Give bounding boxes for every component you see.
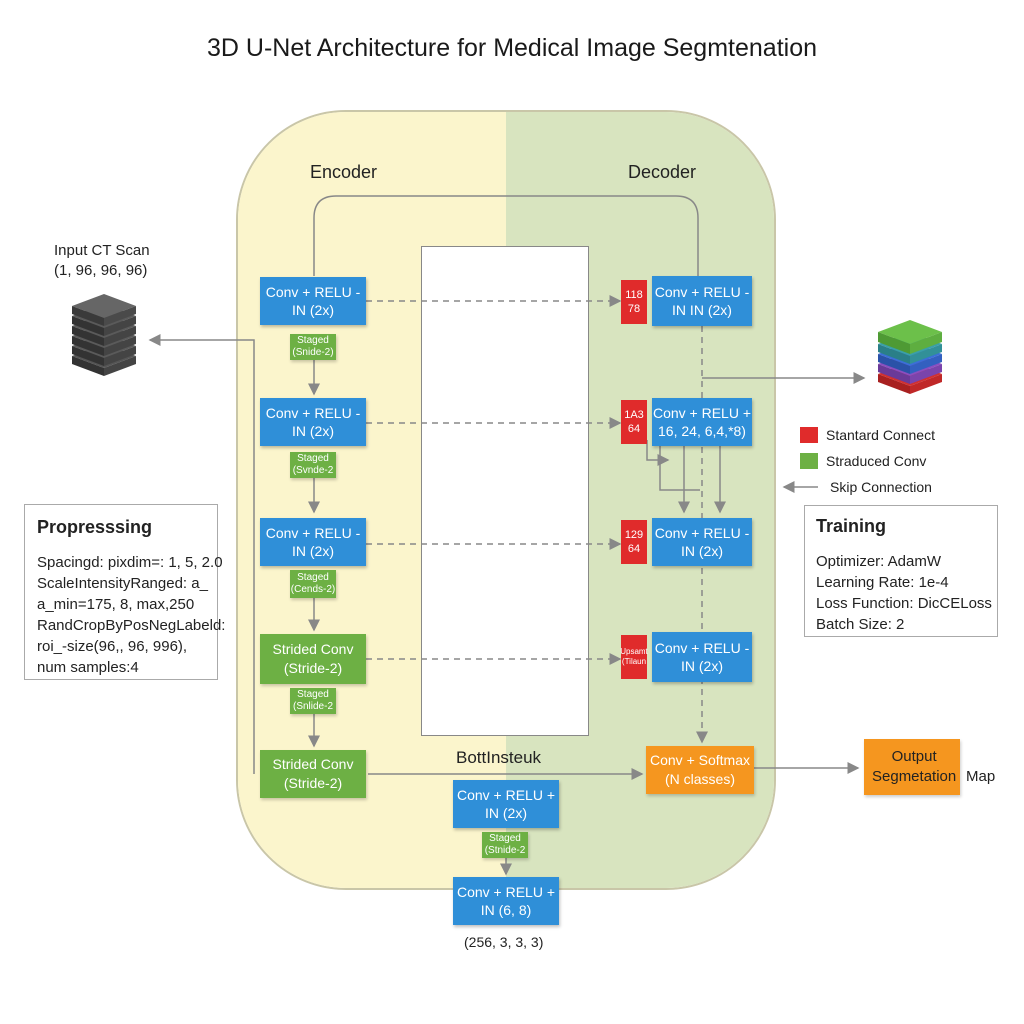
preprocessing-line: Spacingd: pixdim=: 1, 5, 2.0 bbox=[37, 554, 223, 571]
preprocessing-line: num samples:4 bbox=[37, 659, 139, 676]
input-label: Input CT Scan bbox=[54, 242, 150, 259]
decoder-concat-1: 118 78 bbox=[621, 280, 647, 324]
decoder-conv-block-4: Conv + RELU - IN (2x) bbox=[652, 632, 752, 682]
output-volume-icon bbox=[878, 320, 942, 394]
training-title: Training bbox=[816, 516, 887, 536]
legend-item-standard: Stantard Connect bbox=[826, 427, 935, 443]
decoder-concat-2: 1A3 64 bbox=[621, 400, 647, 444]
legend-red-swatch bbox=[800, 427, 818, 443]
encoder-downsample-1: Staged (Snide-2) bbox=[290, 334, 336, 360]
bottleneck-downsample: Staged (Stnide-2 bbox=[482, 832, 528, 858]
training-line: Optimizer: AdamW bbox=[816, 553, 942, 570]
legend-green-swatch bbox=[800, 453, 818, 469]
decoder-concat-3: 129 64 bbox=[621, 520, 647, 564]
preprocessing-title: Propresssing bbox=[37, 517, 153, 537]
output-map-box: Output Segmetation bbox=[864, 739, 960, 795]
encoder-downsample-2: Staged (Svnde-2 bbox=[290, 452, 336, 478]
center-frame bbox=[421, 246, 589, 736]
output-map-suffix: Map bbox=[966, 768, 996, 785]
decoder-conv-block-3: Conv + RELU - IN (2x) bbox=[652, 518, 752, 566]
input-shape: (1, 96, 96, 96) bbox=[54, 262, 148, 279]
legend-item-strided: Straduced Conv bbox=[826, 453, 927, 469]
decoder-conv-block-2: Conv + RELU + 16, 24, 6,4,*8) bbox=[652, 398, 752, 446]
decoder-concat-4: Upsamt (Tilaun bbox=[620, 635, 648, 679]
encoder-downsample-4: Staged (Snlide-2 bbox=[290, 688, 336, 714]
decoder-output-conv: Conv + Softmax (N classes) bbox=[646, 746, 754, 794]
legend-item-skip: Skip Connection bbox=[830, 479, 932, 495]
bottleneck-shape: (256, 3, 3, 3) bbox=[464, 934, 544, 950]
bottleneck-conv-block-2: Conv + RELU + IN (6, 8) bbox=[453, 877, 559, 925]
training-line: Learning Rate: 1e-4 bbox=[816, 574, 949, 591]
encoder-downsample-3: Staged (Cends-2) bbox=[290, 570, 336, 598]
diagram-title: 3D U-Net Architecture for Medical Image … bbox=[207, 34, 817, 62]
preprocessing-line: RandCropByPosNegLabeld: bbox=[37, 617, 226, 634]
training-line: Loss Function: DicCELoss bbox=[816, 595, 992, 612]
preprocessing-line: roi_-size(96,, 96, 996), bbox=[37, 638, 188, 655]
encoder-strided-block-1: Strided Conv (Stride-2) bbox=[260, 634, 366, 684]
encoder-conv-block-1: Conv + RELU - IN (2x) bbox=[260, 277, 366, 325]
preprocessing-line: ScaleIntensityRanged: a_ bbox=[37, 575, 208, 592]
output-map-label: Output Segmetation bbox=[872, 747, 957, 785]
bottleneck-label: BottInsteuk bbox=[456, 748, 542, 767]
encoder-label: Encoder bbox=[310, 162, 378, 182]
preprocessing-box: Propresssing Spacingd: pixdim=: 1, 5, 2.… bbox=[24, 504, 226, 680]
encoder-strided-block-2: Strided Conv (Stride-2) bbox=[260, 750, 366, 798]
decoder-conv-block-1: Conv + RELU - IN IN (2x) bbox=[652, 276, 752, 326]
bottleneck-conv-block-1: Conv + RELU + IN (2x) bbox=[453, 780, 559, 828]
training-box: Training Optimizer: AdamW Learning Rate:… bbox=[804, 505, 998, 637]
preprocessing-line: a_min=175, 8, max,250 bbox=[37, 596, 195, 613]
decoder-label: Decoder bbox=[628, 162, 697, 182]
training-line: Batch Size: 2 bbox=[816, 616, 905, 633]
encoder-conv-block-2: Conv + RELU - IN (2x) bbox=[260, 398, 366, 446]
input-volume-icon bbox=[72, 294, 136, 376]
encoder-conv-block-3: Conv + RELU - IN (2x) bbox=[260, 518, 366, 566]
